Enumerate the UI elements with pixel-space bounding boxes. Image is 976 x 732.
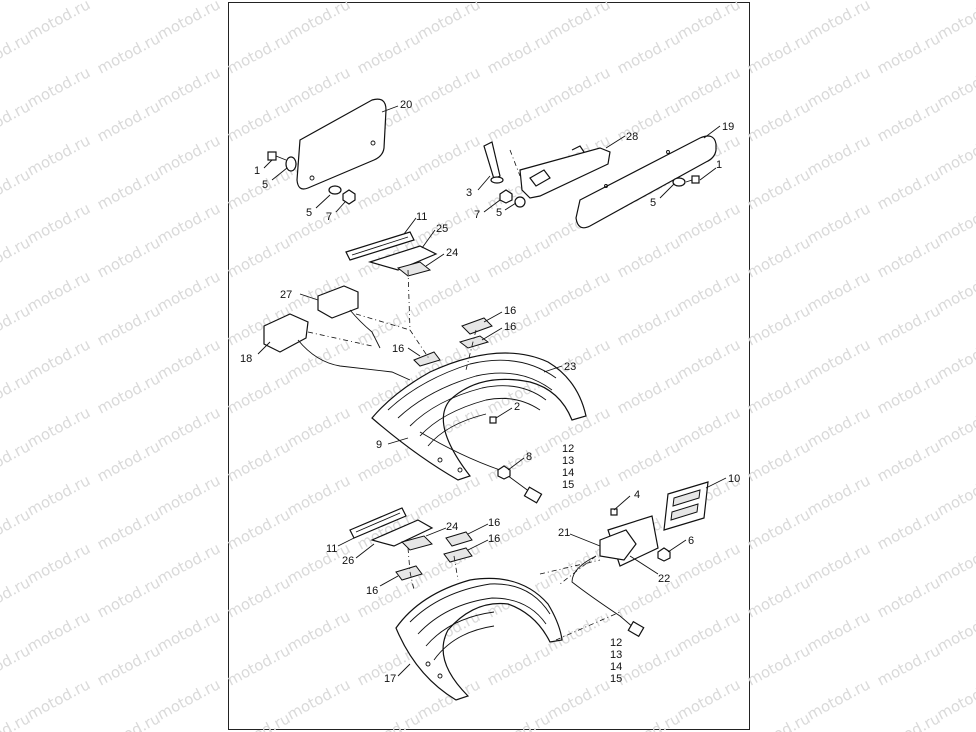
callout-16-b: 16 xyxy=(504,321,516,333)
callout-26: 26 xyxy=(342,555,354,567)
strip-11-lower xyxy=(349,507,407,539)
callout-10: 10 xyxy=(728,473,740,485)
nut-7-center xyxy=(499,189,513,204)
callout-1-left: 1 xyxy=(254,165,260,177)
callout-2: 2 xyxy=(514,401,520,413)
stud-3 xyxy=(483,141,504,184)
lamp-18 xyxy=(263,313,411,381)
bracket-25 xyxy=(367,245,438,271)
nut-6 xyxy=(657,547,671,562)
callout-24-upper: 24 xyxy=(446,247,458,259)
license-plate-10 xyxy=(663,481,709,531)
callout-12-lower: 12 xyxy=(610,637,622,649)
bracket-26 xyxy=(370,519,434,547)
lamp-21 xyxy=(571,529,645,638)
washer-5-lower xyxy=(328,185,342,195)
callout-12-upper: 12 xyxy=(562,443,574,455)
callout-6: 6 xyxy=(688,535,694,547)
pad-16-e xyxy=(443,547,473,563)
washer-5-center xyxy=(514,196,526,208)
nut-7-left xyxy=(342,189,356,205)
callout-21: 21 xyxy=(558,527,570,539)
screw-2 xyxy=(489,416,497,424)
callout-16-a: 16 xyxy=(504,305,516,317)
callout-3: 3 xyxy=(466,187,472,199)
plate-20 xyxy=(296,98,387,190)
pad-16-b xyxy=(458,335,490,349)
fender-17 xyxy=(395,577,563,701)
washer-5-left xyxy=(285,156,297,172)
callout-19: 19 xyxy=(722,121,734,133)
nut-8 xyxy=(497,465,511,480)
strip-11-upper xyxy=(345,231,415,261)
callout-5-lower-left: 5 xyxy=(306,207,312,219)
callout-16-f: 16 xyxy=(366,585,378,597)
assembly-guides xyxy=(307,149,621,641)
callout-7-left: 7 xyxy=(326,211,332,223)
bolt-1-left xyxy=(267,151,287,161)
callout-15-upper: 15 xyxy=(562,479,574,491)
callout-20: 20 xyxy=(400,99,412,111)
bracket-28 xyxy=(519,145,611,199)
callout-27: 27 xyxy=(280,289,292,301)
callout-13-lower: 13 xyxy=(610,649,622,661)
callout-8: 8 xyxy=(526,451,532,463)
callout-24-lower: 24 xyxy=(446,521,458,533)
reflector-plate-19 xyxy=(575,135,717,229)
screw-4 xyxy=(610,508,618,516)
washer-5-right xyxy=(672,177,686,187)
pad-16-c xyxy=(413,351,441,367)
callout-11-upper: 11 xyxy=(416,211,427,223)
callout-13-upper: 13 xyxy=(562,455,574,467)
lamp-27 xyxy=(317,285,381,349)
pad-24-lower xyxy=(401,535,433,551)
bolt-1-right xyxy=(685,175,700,184)
leader-lines xyxy=(257,105,727,677)
callout-4: 4 xyxy=(634,489,640,501)
callout-5-center: 5 xyxy=(496,207,502,219)
fender-23 xyxy=(371,352,587,481)
callout-15-lower: 15 xyxy=(610,673,622,685)
callout-11-lower: 11 xyxy=(326,543,337,555)
callout-17: 17 xyxy=(384,673,396,685)
callout-14-lower: 14 xyxy=(610,661,622,673)
callout-9: 9 xyxy=(376,439,382,451)
callout-16-c: 16 xyxy=(392,343,404,355)
callout-1-right: 1 xyxy=(716,159,722,171)
callout-5-right: 5 xyxy=(650,197,656,209)
pad-16-f xyxy=(395,565,423,581)
callout-23: 23 xyxy=(564,361,576,373)
callout-25: 25 xyxy=(436,223,448,235)
callout-16-d: 16 xyxy=(488,517,500,529)
callout-5-upper-left: 5 xyxy=(262,179,268,191)
pad-16-d xyxy=(445,531,473,547)
callout-22: 22 xyxy=(658,573,670,585)
callout-7-center: 7 xyxy=(474,209,480,221)
callout-28: 28 xyxy=(626,131,638,143)
pad-24-upper xyxy=(396,261,432,277)
callout-16-e: 16 xyxy=(488,533,500,545)
callout-14-upper: 14 xyxy=(562,467,574,479)
callout-18: 18 xyxy=(240,353,252,365)
callouts: 1 5 20 5 7 3 7 5 28 19 1 5 11 25 24 27 1… xyxy=(240,99,740,685)
